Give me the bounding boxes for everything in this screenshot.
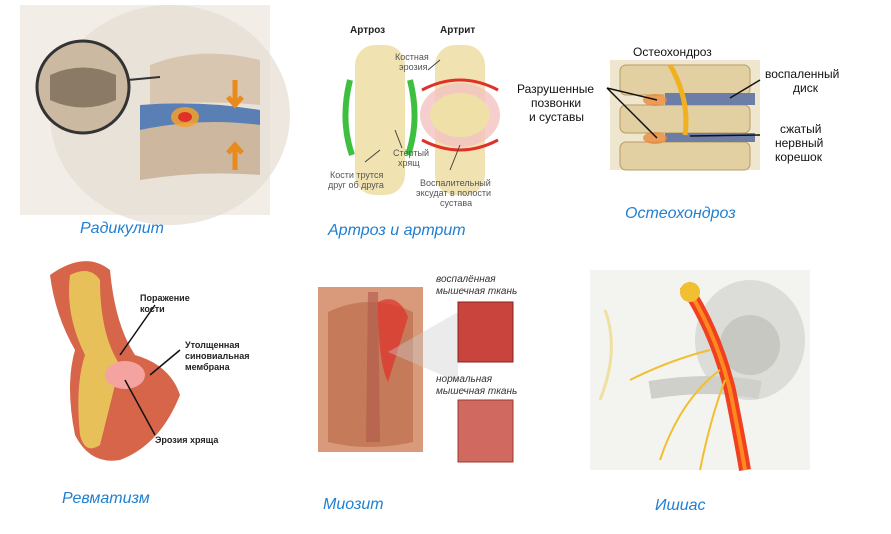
label-nerve-1: сжатый xyxy=(780,122,822,136)
caption-myositis: Миозит xyxy=(323,496,384,513)
label-bones-rub-2: друг об друга xyxy=(328,180,384,190)
label-exudate-3: сустава xyxy=(440,198,473,208)
label-worn-cartilage-2: хрящ xyxy=(398,158,420,168)
myositis-illustration: воспалённая мышечная ткань нормальная мы… xyxy=(318,272,538,463)
label-bone-damage-1: Поражение xyxy=(140,293,190,303)
joints-illustration xyxy=(342,45,500,195)
label-inflamed-disc-2: диск xyxy=(793,81,818,95)
label-nerve-2: нервный xyxy=(775,136,824,150)
bone-joint-illustration xyxy=(50,261,181,461)
label-destroyed-2: позвонки xyxy=(531,96,582,110)
pelvis-nerve-illustration xyxy=(590,270,810,471)
label-exudate-1: Воспалительный xyxy=(420,178,491,188)
vertebrae-illustration xyxy=(606,60,761,171)
label-membrane-3: мембрана xyxy=(185,362,230,372)
label-cartilage-erosion: Эрозия хряща xyxy=(155,435,219,445)
osteochondrosis-illustration: Остеохондроз Разрушенные позвонки и суст… xyxy=(515,40,855,180)
label-membrane-2: синовиальная xyxy=(185,351,250,361)
label-arthrosis-title: Артроз xyxy=(350,25,386,36)
label-inflamed-tissue-1: воспалённая xyxy=(436,274,496,285)
rheumatism-illustration: Поражение кости Утолщенная синовиальная … xyxy=(30,255,270,465)
caption-osteochondrosis: Остеохондроз xyxy=(625,205,736,222)
caption-arthrosis-arthritis: Артроз и артрит xyxy=(328,222,466,239)
label-destroyed-3: и суставы xyxy=(529,110,584,124)
label-bone-erosion-1: Костная xyxy=(395,52,429,62)
label-bone-damage-2: кости xyxy=(140,304,165,314)
radiculitis-illustration xyxy=(20,5,290,225)
sciatica-illustration xyxy=(590,270,810,471)
caption-rheumatism: Ревматизм xyxy=(62,490,150,507)
label-nerve-3: корешок xyxy=(775,150,822,164)
label-exudate-2: эксудат в полости xyxy=(416,188,491,198)
label-worn-cartilage-1: Стёртый xyxy=(393,148,430,158)
label-inflamed-tissue-2: мышечная ткань xyxy=(436,286,518,297)
label-destroyed-1: Разрушенные xyxy=(517,82,595,96)
label-bone-erosion-2: эрозия xyxy=(399,62,428,72)
label-inflamed-disc-1: воспаленный xyxy=(765,67,840,81)
label-bones-rub-1: Кости трутся xyxy=(330,170,384,180)
label-membrane-1: Утолщенная xyxy=(185,340,240,350)
label-arthritis-title: Артрит xyxy=(440,25,476,36)
label-osteo-title: Остеохондроз xyxy=(633,45,712,59)
caption-radiculitis: Радикулит xyxy=(80,220,164,237)
spine-illustration xyxy=(20,5,290,225)
label-normal-tissue-1: нормальная xyxy=(436,374,493,385)
label-normal-tissue-2: мышечная ткань xyxy=(436,386,518,397)
caption-sciatica: Ишиас xyxy=(655,497,706,514)
arthrosis-arthritis-illustration: Артроз Артрит Костная эрозия Стёртый хря… xyxy=(310,20,510,210)
back-muscles-illustration xyxy=(318,287,514,463)
